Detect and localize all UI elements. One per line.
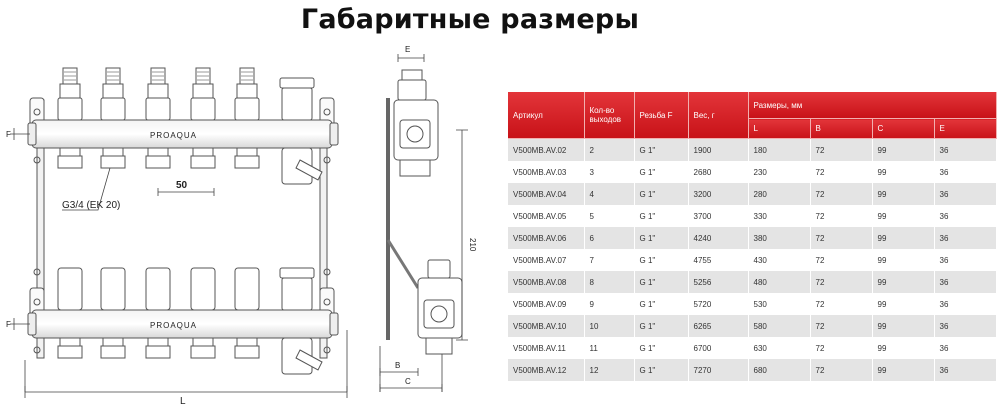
dim-50: 50 xyxy=(176,180,188,191)
col-article: Артикул xyxy=(508,92,585,139)
dim-c: C xyxy=(405,377,411,386)
col-c: C xyxy=(872,118,935,139)
col-weight: Вес, г xyxy=(688,92,749,139)
col-e: E xyxy=(934,118,997,139)
col-b: B xyxy=(810,118,873,139)
dim-210: 210 xyxy=(468,238,477,252)
air-vent-top xyxy=(279,77,315,89)
lower-outlets xyxy=(57,337,260,359)
manifold-drawing: PROAQUA PROAQUA F F 50 G3/4 (EK 20) L E … xyxy=(6,45,477,407)
brand-logo-top: PROAQUA xyxy=(150,131,197,140)
side-view xyxy=(379,54,468,392)
page-title: Габаритные размеры xyxy=(300,4,640,35)
upper-outlets xyxy=(57,147,260,169)
air-vent-bottom xyxy=(279,267,315,279)
col-thread: Резьба F xyxy=(634,92,689,139)
dim-l: L xyxy=(180,396,186,407)
lower-valves xyxy=(57,267,260,311)
col-sizes: Размеры, мм xyxy=(748,92,997,119)
col-outlets: Кол-во выходов xyxy=(584,92,635,139)
spec-table: Артикул Кол-во выходов Резьба F Вес, г Р… xyxy=(508,92,997,381)
thread-label: G3/4 (EK 20) xyxy=(62,200,120,211)
dim-f-top: F xyxy=(6,130,11,139)
dim-e: E xyxy=(405,45,410,54)
dim-f-bottom: F xyxy=(6,320,11,329)
brand-logo-bottom: PROAQUA xyxy=(150,321,197,330)
col-l: L xyxy=(748,118,811,139)
dim-b: B xyxy=(395,361,400,370)
